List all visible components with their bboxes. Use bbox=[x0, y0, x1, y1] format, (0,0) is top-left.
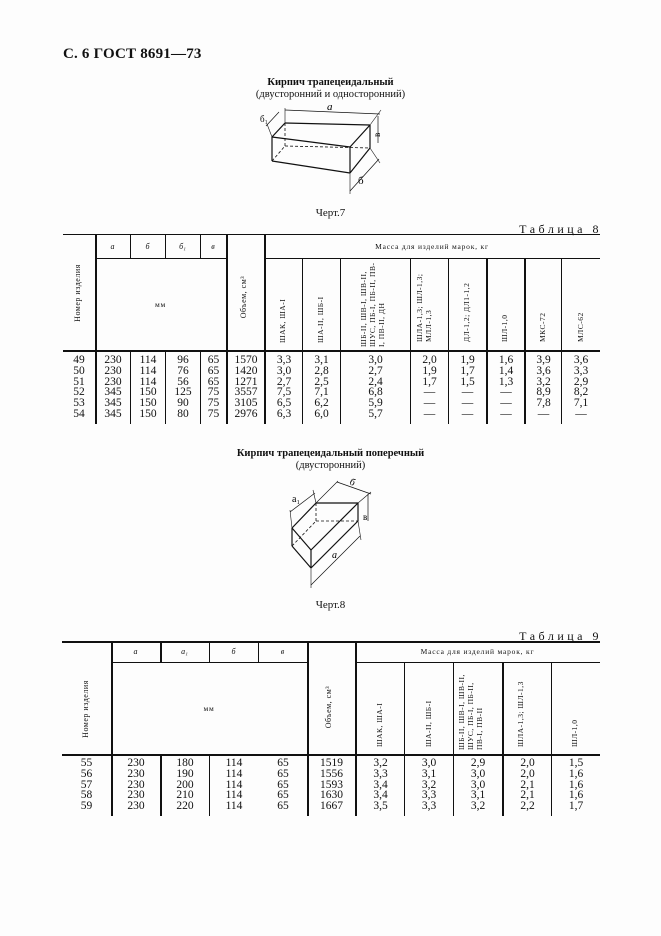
t9-header-mass-col-1: ШАК, ША-I bbox=[375, 702, 384, 747]
t8-header-mm: мм bbox=[154, 299, 167, 309]
t8-header-mass-col-8: МЛС-62 bbox=[576, 312, 585, 342]
figure8-title: Кирпич трапецеидальный поперечный bbox=[236, 448, 425, 459]
t9-header-mass: Масса для изделий марок, кг bbox=[420, 647, 535, 656]
t9-header-v: в bbox=[280, 647, 285, 656]
t8-header-v: в bbox=[211, 241, 215, 251]
t8-header-mass-col-6: ШЛ-1,0 bbox=[500, 314, 509, 342]
t8-header-a: а bbox=[110, 241, 115, 251]
t8-header-item-number: Номер изделия bbox=[73, 264, 82, 322]
t8-header-mass-col-7: МКС-72 bbox=[538, 312, 547, 342]
t9-header-b: б bbox=[231, 647, 236, 656]
t9-header-volume: Объем, см³ bbox=[324, 685, 333, 729]
svg-text:a: a bbox=[327, 101, 333, 113]
svg-text:a: a bbox=[332, 550, 337, 561]
svg-text:б: б bbox=[358, 175, 364, 187]
svg-text:в: в bbox=[372, 133, 382, 137]
figure7-brick-drawing: a б₁ в б bbox=[260, 101, 382, 194]
t8-header-mass: Масса для изделий марок, кг bbox=[375, 241, 489, 251]
table9-label: Таблица 9 bbox=[519, 629, 602, 643]
t8-header-b: б bbox=[145, 241, 150, 251]
t8-header-mass-col-2: ША-II, ШБ-I bbox=[316, 296, 325, 343]
page-header: С. 6 ГОСТ 8691—73 bbox=[63, 46, 202, 62]
svg-text:a₁: a₁ bbox=[292, 494, 300, 505]
t8-header-mass-col-4: ШЛА-1,3; ШЛ-1,3; МЛЛ-1,3 bbox=[415, 273, 433, 342]
t8-header-mass-col-3: ШБ-II, ШВ-I, ШВ-II, ШУС, ПБ-I, ПБ-II, ПВ… bbox=[359, 262, 386, 347]
table8-label: Таблица 8 bbox=[519, 222, 602, 236]
t8-header-volume: Объем, см³ bbox=[239, 275, 248, 319]
t9-header-a1: а₁ bbox=[181, 647, 188, 656]
figure8-brick-drawing: a₁ б в a bbox=[289, 477, 372, 588]
figure8-caption: Черт.8 bbox=[315, 599, 346, 611]
t9-header-item-number: Номер изделия bbox=[81, 680, 90, 738]
svg-text:б: б bbox=[348, 477, 357, 489]
figure8-subtitle: (двусторонний) bbox=[295, 460, 366, 471]
t9-header-mass-col-5: ШЛ-1,0 bbox=[570, 719, 579, 747]
t8-header-mass-col-1: ШАК, ША-I bbox=[278, 298, 287, 343]
t8-header-mass-col-5: ДЛ-1,2; ДЛ1-1,2 bbox=[462, 282, 471, 342]
svg-text:в: в bbox=[363, 512, 367, 522]
figure7-caption: Черт.7 bbox=[315, 207, 346, 219]
t8-header-b1: б₁ bbox=[179, 241, 186, 251]
t9-header-mm: мм bbox=[203, 703, 215, 713]
svg-text:б₁: б₁ bbox=[260, 114, 268, 124]
figure7-title: Кирпич трапецеидальный bbox=[267, 77, 394, 88]
t9-header-mass-col-3: ШБ-II, ШВ-I, ШВ-II, ШУС, ПБ-I, ПБ-II, ПВ… bbox=[457, 674, 484, 750]
t9-header-a: а bbox=[133, 647, 138, 656]
figure7-subtitle: (двусторонний и односторонний) bbox=[255, 89, 406, 100]
t9-header-mass-col-4: ШЛА-1,3; ШЛ-1,3 bbox=[516, 681, 525, 747]
t9-header-mass-col-2: ША-II, ШБ-I bbox=[424, 700, 433, 747]
